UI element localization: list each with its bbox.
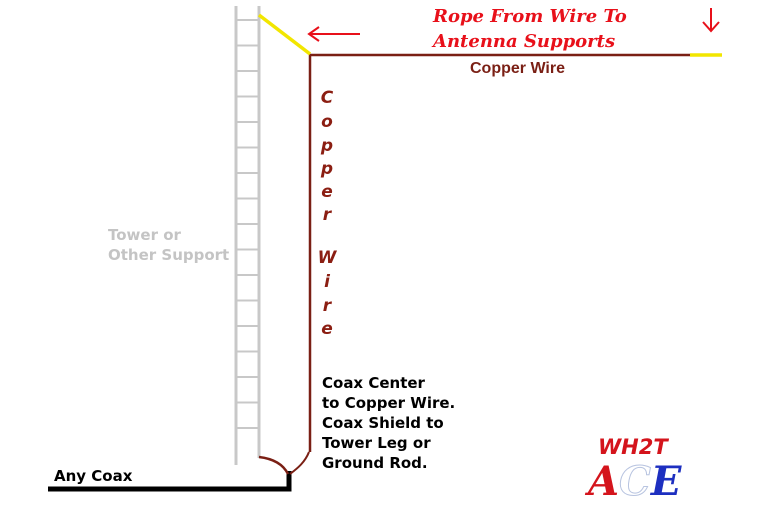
copper-letter: o: [321, 112, 333, 132]
coax-label: Any Coax: [54, 467, 133, 485]
title-line-2: Antenna Supports: [433, 31, 616, 52]
connection-note-line: to Copper Wire.: [322, 394, 456, 412]
connection-note-line: Tower Leg or: [322, 434, 431, 452]
ace-logo-letter-e: E: [650, 458, 682, 505]
copper-wire-label: Copper Wire: [470, 60, 565, 77]
coax-center-lead: [289, 451, 310, 475]
title-line-1: Rope From Wire To: [433, 6, 627, 27]
rope-to-tower: [257, 13, 312, 56]
tower-label-line-1: Tower or: [108, 226, 181, 244]
copper-letter: p: [320, 136, 334, 156]
ace-logo: ACE: [588, 461, 681, 502]
connection-note-line: Coax Center: [322, 374, 425, 392]
wire-letter: i: [324, 272, 330, 292]
wire-letter: W: [317, 248, 337, 268]
connection-note-line: Coax Shield to: [322, 414, 444, 432]
tower-rungs: [236, 19, 259, 429]
arrow-down-icon: [702, 8, 720, 33]
copper-letter: r: [322, 205, 332, 225]
coax-shield-lead: [258, 455, 290, 475]
tower-ladder: [234, 6, 261, 465]
wire-letter: e: [321, 319, 333, 339]
coax-cable: [48, 471, 292, 492]
tower-label-line-2: Other Support: [108, 246, 230, 264]
ace-logo-letter-c: C: [619, 458, 652, 505]
copper-letter: p: [320, 159, 334, 179]
copper-letter: e: [321, 182, 333, 202]
connection-note-line: Ground Rod.: [322, 454, 428, 472]
wire-letter: r: [322, 296, 332, 316]
copper-letter: C: [320, 88, 334, 108]
arrow-left-icon: [307, 26, 360, 42]
callsign-logo: WH2T: [598, 435, 668, 459]
ace-logo-letter-a: A: [588, 458, 620, 505]
